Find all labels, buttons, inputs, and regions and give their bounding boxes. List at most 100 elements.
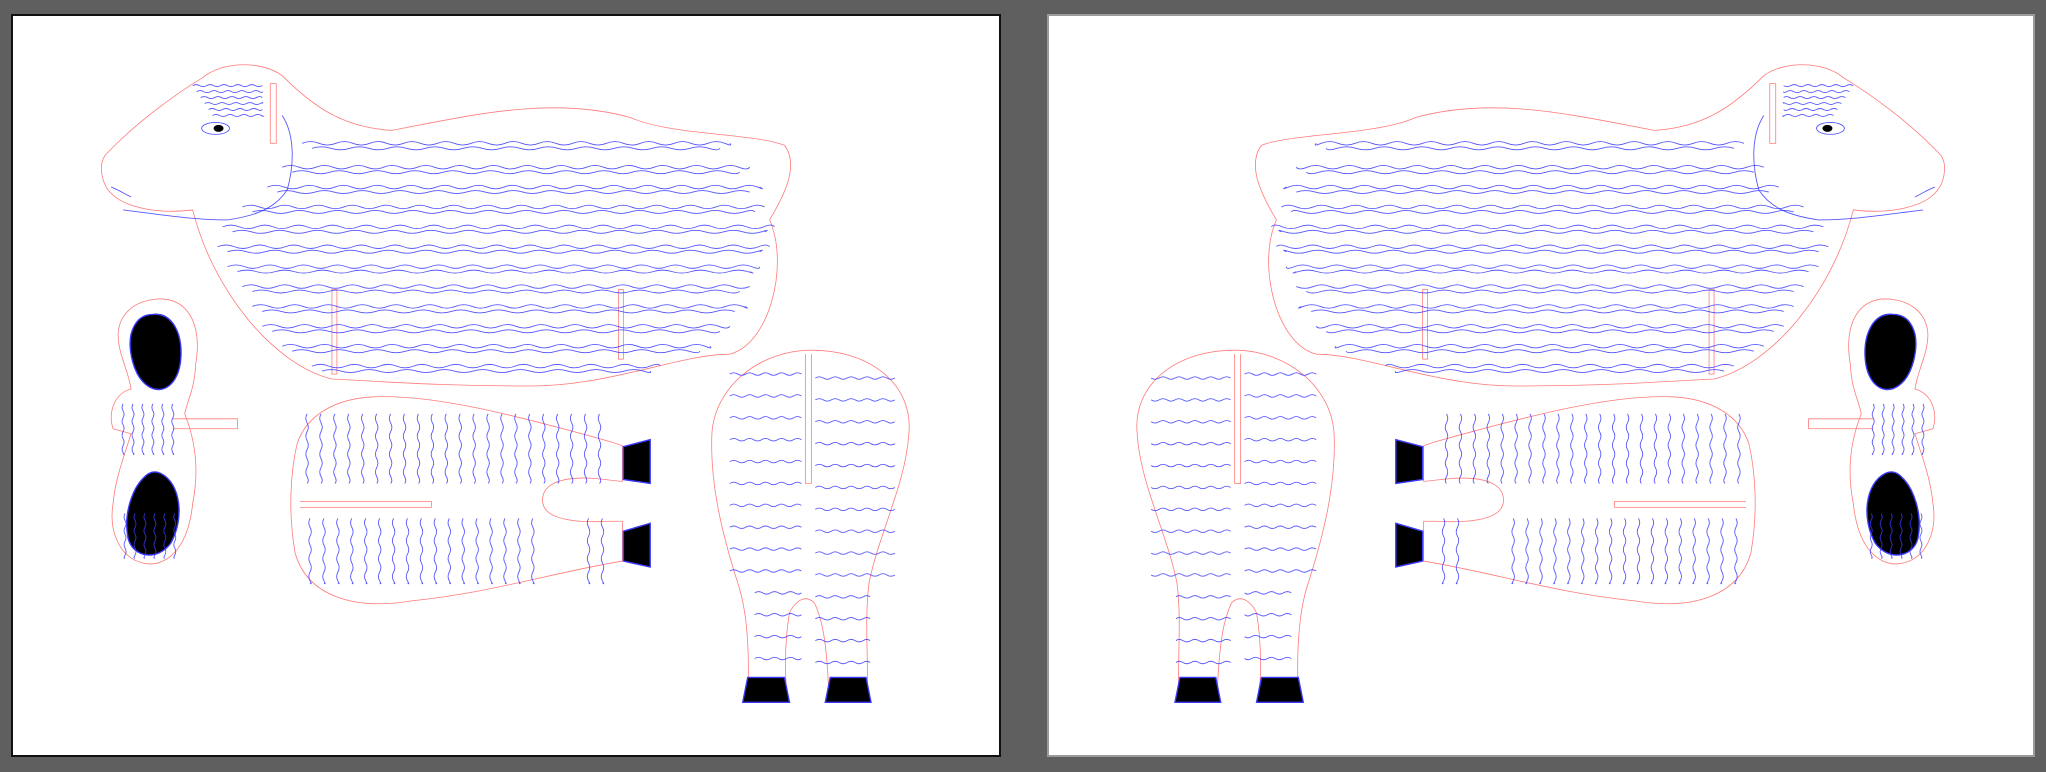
wool-wave [1283, 184, 1779, 190]
wool-wave [242, 284, 750, 289]
leg-wool-curl [1706, 518, 1710, 585]
front-wool-curl [1244, 503, 1317, 508]
front-wool-curl [1175, 660, 1231, 665]
leg-wool-curl [1611, 413, 1616, 484]
front-wool-curl [754, 591, 802, 595]
leg-wool-curl [1584, 413, 1588, 484]
front-wool-curl [815, 660, 871, 665]
leg-wool-curl [597, 413, 602, 484]
wool-wave [1271, 224, 1824, 230]
leg-wool-curl [531, 518, 535, 585]
ear-bottom-black [126, 471, 180, 556]
ear-wool-curl [1909, 513, 1913, 559]
ear-wool-curl [121, 403, 125, 456]
body-outline [1254, 64, 1945, 387]
front-wool-curl [1244, 591, 1292, 595]
front-hoof-right [1174, 676, 1222, 703]
wool-wave [217, 244, 770, 249]
ear-wool-curl [161, 403, 165, 456]
leg-wool-curl [305, 413, 309, 484]
front-wool-curl [754, 656, 802, 661]
leg-wool-curl [1692, 518, 1696, 585]
ear-top-black [1864, 313, 1917, 391]
front-wool-curl [1175, 617, 1231, 621]
front-hoof-left [741, 676, 791, 703]
wool-wave [1292, 269, 1809, 274]
wool-wave [237, 269, 754, 274]
wool-wave [232, 229, 768, 234]
artboard-left[interactable] [11, 14, 1001, 757]
leg-wool-curl [1595, 518, 1599, 585]
sheep-ears-piece[interactable] [1808, 298, 1936, 565]
wool-wave [1325, 329, 1774, 334]
leg-wool-curl [583, 413, 588, 484]
front-wool-curl [1150, 529, 1231, 533]
ear-bottom-black [1866, 471, 1920, 556]
wool-wave [1296, 190, 1769, 194]
wool-wave [222, 224, 775, 230]
leg-wool-curl [569, 413, 574, 484]
sheep-body-piece[interactable] [1254, 64, 1945, 387]
front-wool-curl [729, 372, 802, 376]
wool-wave [1295, 164, 1764, 170]
head-wool-curl [1783, 96, 1846, 99]
leg-wool-curl [542, 413, 546, 484]
front-hoof-right [824, 676, 872, 703]
front-wool-curl [1244, 547, 1317, 551]
front-wool-curl [729, 503, 802, 508]
mirrored-group [1136, 64, 1945, 703]
sheep-front-legs-piece[interactable] [1136, 349, 1335, 703]
wool-wave [262, 309, 735, 314]
ear-wool-curl [1871, 403, 1875, 456]
front-wool-curl [815, 485, 896, 490]
leg-wool-curl [461, 518, 465, 585]
sheep-body-piece[interactable] [101, 64, 792, 387]
sheep-front-legs-piece[interactable] [711, 349, 910, 703]
sheep-ears-piece[interactable] [110, 298, 238, 565]
leg-wool-curl [1636, 518, 1641, 585]
front-wool-curl [1150, 463, 1231, 468]
leg-wool-curl [1539, 518, 1543, 585]
front-legs-outline [711, 349, 910, 703]
wool-wave [1306, 289, 1794, 294]
wool-wave [227, 264, 761, 269]
wool-wave [272, 329, 721, 334]
leg-wool-curl [556, 413, 560, 484]
wool-wave [1394, 369, 1725, 374]
leg-wool-curl [1622, 518, 1627, 585]
front-wool-curl [1150, 507, 1231, 512]
eye-icon [213, 124, 224, 132]
leg-wool-curl [1597, 413, 1602, 484]
front-legs-slot [1234, 354, 1242, 484]
wool-wave [1385, 363, 1735, 369]
wool-wave [282, 344, 712, 349]
leg-wool-curl [1625, 413, 1630, 484]
hoof-upper [622, 438, 651, 485]
wool-wave [262, 324, 731, 329]
front-wool-curl [1244, 525, 1317, 529]
leg-wool-curl [489, 518, 493, 585]
head-wool-curl [1783, 84, 1854, 88]
front-wool-curl [1150, 420, 1231, 424]
wool-wave [311, 146, 721, 151]
body-outline [101, 64, 792, 387]
sheep-side-legs-piece[interactable] [1395, 396, 1756, 604]
ear-wool-curl [133, 513, 137, 559]
ears-outline [110, 298, 198, 565]
sheep-side-legs-piece[interactable] [290, 396, 651, 604]
wool-wave [292, 349, 701, 354]
ear-wool-curl [1921, 403, 1925, 456]
front-wool-curl [1244, 481, 1317, 486]
leg-wool-curl [1650, 518, 1655, 585]
leg-wool-curl [1511, 518, 1515, 585]
artboard-right-mirrored[interactable] [1047, 14, 2035, 757]
wool-wave [1281, 204, 1804, 210]
leg-wool-curl [1444, 413, 1449, 484]
sheep-pattern-left [101, 64, 910, 703]
wool-wave [1334, 344, 1764, 349]
front-wool-curl [754, 634, 802, 639]
front-wool-curl [1150, 398, 1231, 402]
front-wool-curl [1150, 551, 1231, 555]
wool-wave [1315, 324, 1784, 329]
ear-top-black [129, 313, 182, 391]
